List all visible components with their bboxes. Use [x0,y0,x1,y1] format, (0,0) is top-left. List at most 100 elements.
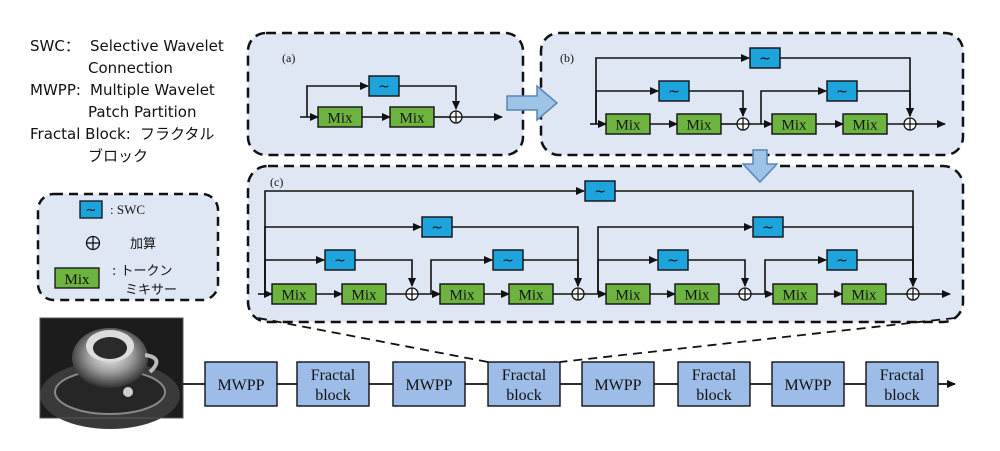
swc-block-label: ~ [502,253,514,269]
skip-connection [306,82,369,117]
skip-connection [760,87,827,124]
skip-connection [452,226,582,287]
transition-arrow-b-to-c [741,149,779,184]
fractal-label-line1: Fractal [880,367,925,384]
fractal-label-line1: Fractal [502,367,547,384]
skip-connection [264,187,585,294]
mix-block-label: Mix [615,117,641,133]
mwpp-label: MWPP [594,377,641,394]
mwpp-block: MWPP [392,361,466,407]
legend-swc-label: : SWC [110,202,145,217]
add-icon [85,235,101,251]
def-swc-term: SWC： [30,37,80,55]
swc-block-label: ~ [378,79,390,95]
swc-block: ~ [752,216,784,238]
zoom-line-left [257,317,489,363]
mix-block-label: Mix [615,287,641,303]
mwpp-label: MWPP [405,377,452,394]
def-fractal-line2: ブロック [88,147,149,165]
fractal-label-line2: block [884,387,920,404]
skip-connection [597,223,753,294]
zoom-line-right [559,317,956,363]
legend-mix-icon: Mix [54,267,100,289]
add-icon [736,117,750,131]
mix-block-label: Mix [327,110,353,126]
swc-block: ~ [492,249,524,271]
panel-a-label: (a) [282,51,295,65]
swc-block: ~ [826,249,858,271]
def-mwpp-line1: Multiple Wavelet [90,81,215,99]
mix-block: Mix [605,283,651,305]
mix-block-label: Mix [781,117,807,133]
mix-block-label: Mix [351,287,377,303]
mix-block-label: Mix [449,287,475,303]
swc-block-label: ~ [668,84,680,100]
mix-block: Mix [841,283,887,305]
mix-block: Mix [508,283,554,305]
def-swc-line1: Selective Wavelet [90,37,224,55]
mix-block-label: Mix [782,287,808,303]
add-icon [405,287,419,301]
mwpp-block: MWPP [204,361,278,407]
add-icon [571,287,585,301]
swc-block: ~ [826,80,858,102]
input-image [39,317,184,429]
def-mwpp-line2: Patch Partition [88,103,197,121]
swc-block: ~ [749,47,781,69]
swc-block: ~ [584,180,616,202]
swc-block: ~ [658,80,690,102]
mix-block: Mix [317,106,363,128]
add-icon [906,287,920,301]
swc-block-label: ~ [334,253,346,269]
skip-connection [764,256,827,294]
def-fractal-term: Fractal Block: [30,125,131,143]
panel-c-label: (c) [270,175,283,189]
mix-block: Mix [772,283,818,305]
swc-block-label: ~ [836,84,848,100]
swc-block-label: ~ [836,253,848,269]
mix-block: Mix [605,113,651,135]
fractal-block: Fractal block [487,361,561,407]
skip-connection [355,259,416,287]
mix-block-label: Mix [851,287,877,303]
skip-connection [688,259,749,287]
mwpp-label: MWPP [217,377,264,394]
def-mwpp-term: MWPP: [30,81,81,99]
swc-block-label: ~ [762,220,774,236]
skip-connection [689,90,747,117]
skip-connection [780,57,914,117]
legend-mix-label-2: ミキサー [125,283,177,298]
add-icon [903,117,917,131]
mix-block: Mix [439,283,485,305]
mix-block-label: Mix [281,287,307,303]
mix-block: Mix [674,283,720,305]
mix-block: Mix [389,106,435,128]
mix-block-label: Mix [852,117,878,133]
swc-block-label: ~ [759,51,771,67]
mix-block-label: Mix [686,117,712,133]
mix-block: Mix [771,113,817,135]
mwpp-label: MWPP [784,377,831,394]
swc-block: ~ [324,249,356,271]
fractal-label-line2: block [696,387,732,404]
panel-c [246,164,965,324]
swc-block: ~ [421,216,453,238]
legend-swc-icon: ~ [79,200,103,219]
fractal-label-line2: block [506,387,542,404]
def-swc-line2: Connection [88,59,173,77]
swc-block-label: ~ [431,220,443,236]
mix-block: Mix [676,113,722,135]
fractal-block: Fractal block [865,361,939,407]
mix-block-label: Mix [518,287,544,303]
fractal-label-line1: Fractal [311,367,356,384]
legend-add-label: 加算 [130,237,156,252]
skip-connection [615,190,917,287]
mwpp-block: MWPP [581,361,655,407]
mix-block: Mix [341,283,387,305]
skip-connection [399,85,460,110]
mix-block: Mix [842,113,888,135]
def-fractal-line1: フラクタル [140,125,215,143]
